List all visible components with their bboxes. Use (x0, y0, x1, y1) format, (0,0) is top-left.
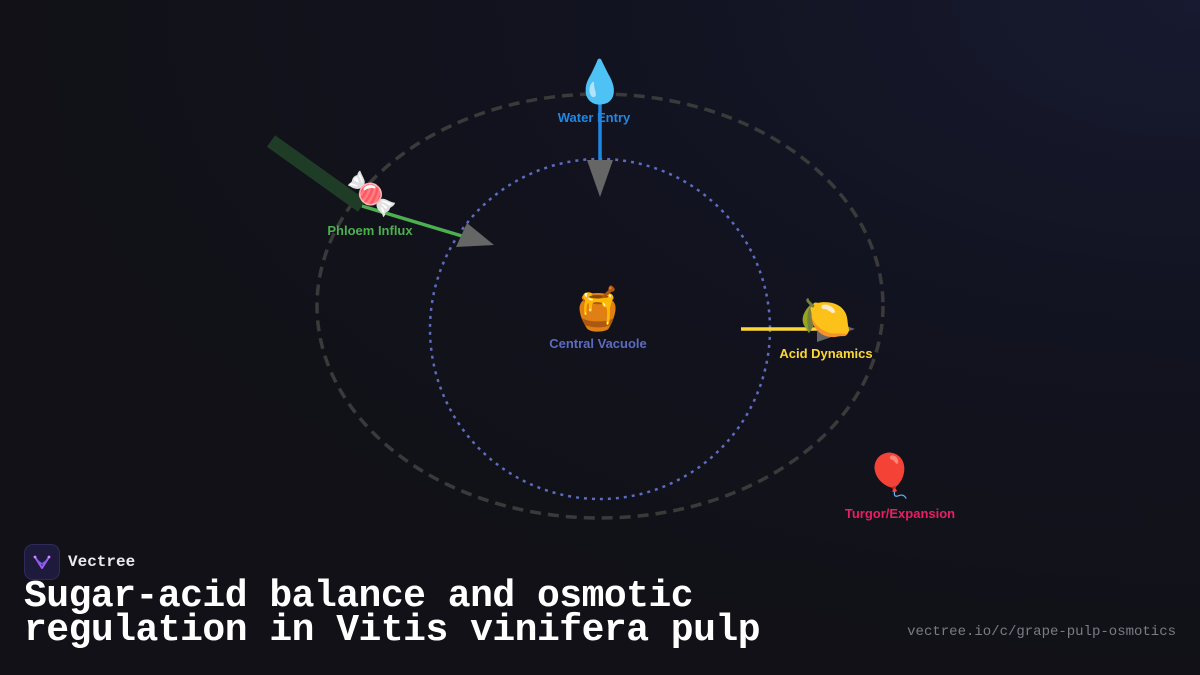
source-url[interactable]: vectree.io/c/grape-pulp-osmotics (907, 624, 1176, 640)
phloem-vessel-bar (266, 135, 367, 212)
phloem-influx-label: Phloem Influx (327, 223, 413, 238)
node-water-entry: 💧 Water Entry (558, 57, 631, 125)
node-turgor-expansion: 🎈 Turgor/Expansion (845, 450, 955, 521)
brand-name: Vectree (68, 553, 136, 571)
node-phloem-influx: 🍬 Phloem Influx (327, 169, 413, 238)
honey-pot-icon: 🍯 (572, 284, 624, 333)
brand: Vectree (24, 544, 135, 580)
phloem-arrow (361, 204, 463, 238)
acid-dynamics-label: Acid Dynamics (779, 346, 872, 361)
lemon-icon: 🍋 (800, 293, 852, 342)
outer-ring (315, 92, 885, 520)
node-central-vacuole: 🍯 Central Vacuole (549, 284, 647, 351)
page-title: Sugar-acid balance and osmotic regulatio… (24, 575, 761, 652)
balloon-icon: 🎈 (864, 450, 916, 500)
candy-icon: 🍬 (346, 169, 398, 218)
phloem-arrowhead (456, 223, 494, 247)
vectree-logo-icon (24, 544, 60, 580)
water-arrowhead (587, 160, 613, 197)
central-vacuole-label: Central Vacuole (549, 336, 647, 351)
water-drop-icon: 💧 (574, 57, 626, 106)
node-acid-dynamics: 🍋 Acid Dynamics (779, 293, 872, 361)
water-entry-label: Water Entry (558, 110, 631, 125)
turgor-expansion-label: Turgor/Expansion (845, 506, 955, 521)
acid-arrowhead (817, 316, 855, 342)
